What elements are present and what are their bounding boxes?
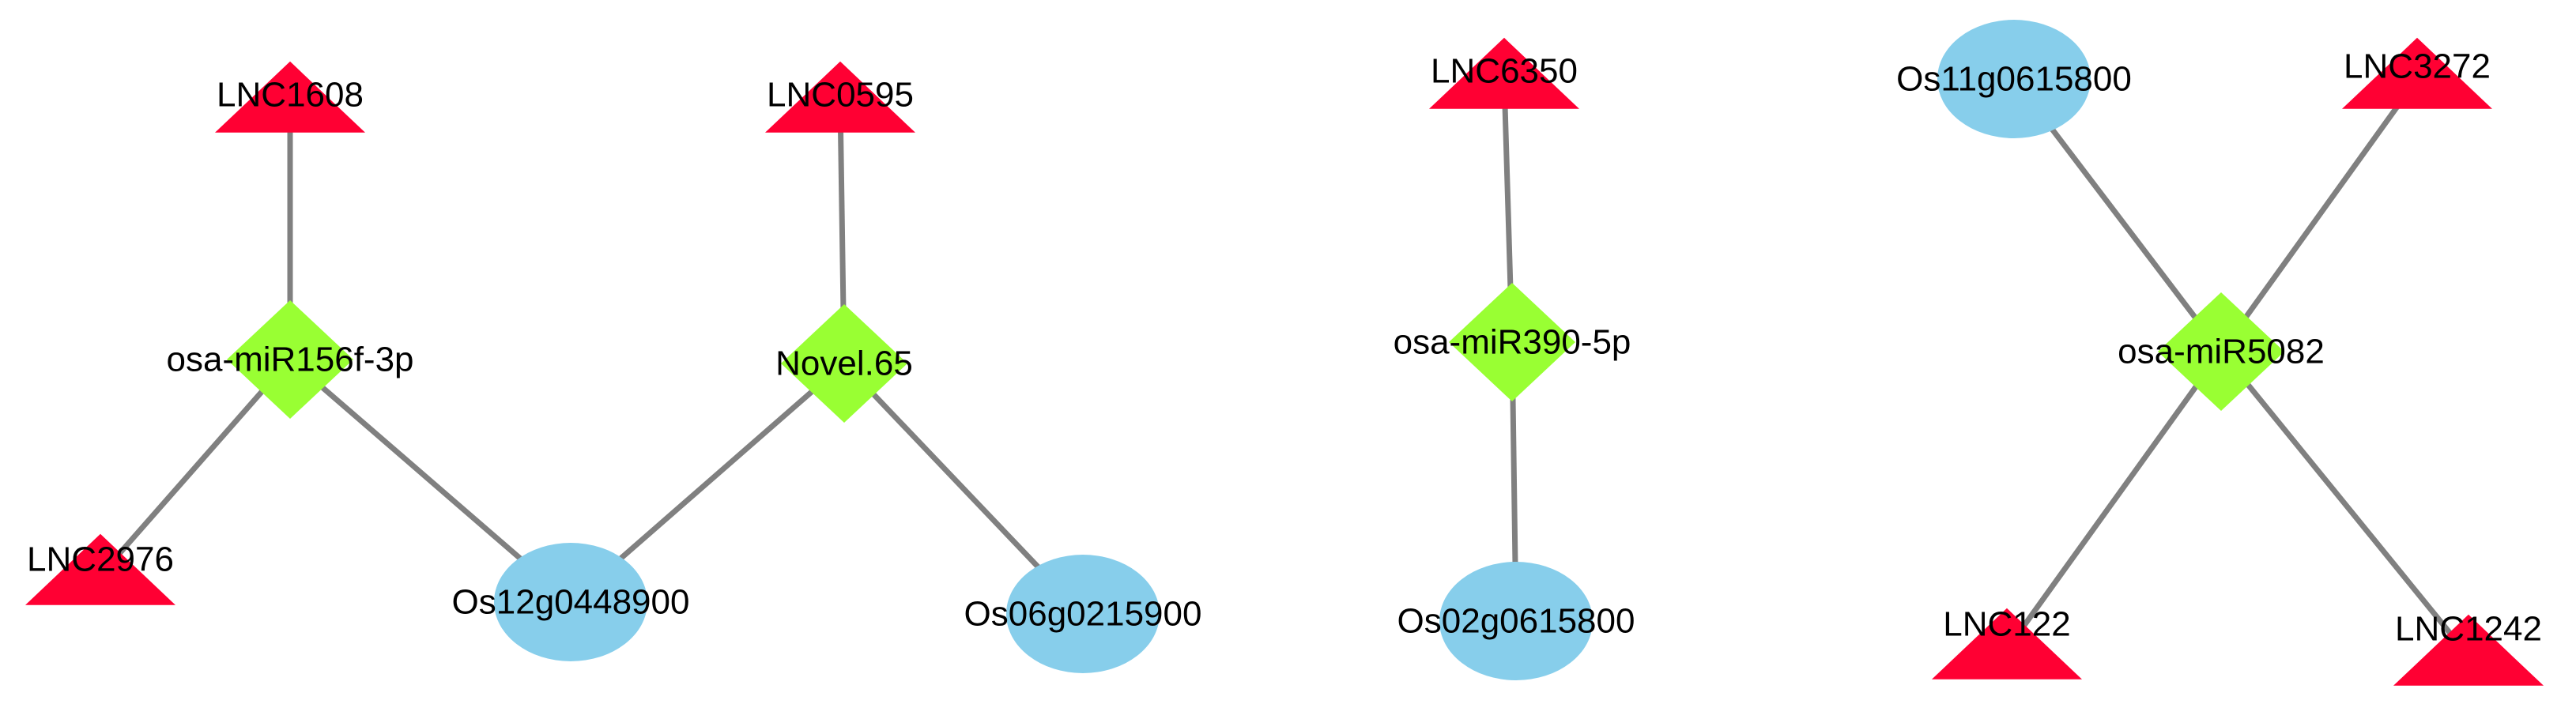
node-label-lnc6350: LNC6350: [1431, 52, 1578, 91]
node-os02g0615800-ellipse: [1439, 562, 1593, 680]
node-lnc1242-triangle: [2393, 614, 2544, 686]
node-os12g0448900-ellipse: [494, 543, 647, 661]
node-label-osa-mir156f-3p: osa-miR156f-3p: [166, 341, 413, 379]
edges-layer: [98, 77, 2471, 658]
node-label-lnc2976: LNC2976: [27, 540, 174, 579]
node-lnc122-triangle: [1932, 608, 2082, 680]
node-label-os11g0615800: Os11g0615800: [1896, 60, 2132, 99]
node-os06g0215900-ellipse: [1006, 555, 1160, 673]
node-label-lnc0595: LNC0595: [767, 76, 914, 115]
node-label-os12g0448900: Os12g0448900: [452, 583, 690, 622]
node-label-os02g0615800: Os02g0615800: [1397, 602, 1635, 641]
node-label-os06g0215900: Os06g0215900: [964, 595, 1202, 634]
node-lnc1608-triangle: [215, 61, 365, 133]
node-lnc6350-triangle: [1429, 37, 1579, 109]
node-label-osa-mir390-5p: osa-miR390-5p: [1394, 323, 1631, 362]
node-label-osa-mir5082: osa-miR5082: [2118, 333, 2325, 371]
node-os11g0615800-ellipse: [1937, 20, 2091, 138]
node-osa-mir390-5p-diamond: [1449, 283, 1575, 401]
edge-osa-mir5082-to-lnc122: [2005, 349, 2223, 652]
node-lnc3272-triangle: [2342, 37, 2492, 109]
nodes-layer: [25, 20, 2544, 686]
node-osa-mir156f-3p-diamond: [227, 300, 353, 419]
node-label-lnc1608: LNC1608: [217, 76, 364, 115]
edge-osa-mir156f-3p-to-lnc2976: [98, 357, 292, 578]
edge-osa-mir5082-to-lnc1242: [2219, 349, 2471, 658]
node-lnc2976-triangle: [25, 533, 175, 605]
node-lnc0595-triangle: [765, 61, 915, 133]
edge-lnc3272-to-osa-mir5082: [2219, 77, 2419, 354]
node-label-lnc1242: LNC1242: [2395, 610, 2542, 649]
node-osa-mir5082-diamond: [2158, 292, 2284, 411]
node-label-lnc3272: LNC3272: [2344, 47, 2491, 86]
node-label-novel-65: Novel.65: [775, 344, 913, 383]
node-label-lnc122: LNC122: [1943, 605, 2070, 644]
node-novel-65-diamond: [781, 304, 907, 423]
